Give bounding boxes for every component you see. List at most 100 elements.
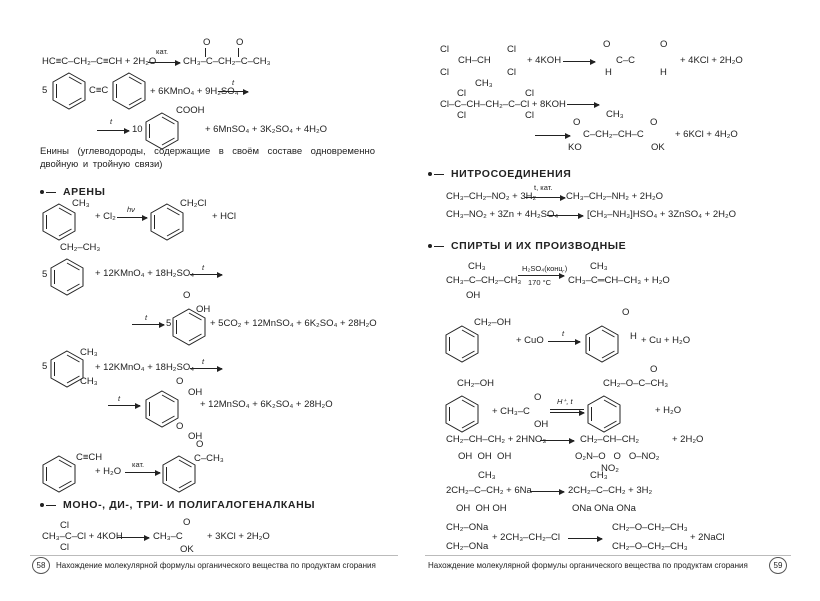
eq6-condition: t	[145, 313, 148, 322]
footer-divider	[30, 555, 398, 556]
r-eq11-p1: CH₂–O–CH₂–CH₃	[612, 522, 688, 533]
eq2-rest: + 6KMnO₄ + 9H₂SO₄	[150, 86, 239, 97]
eq9-h2o: + H₂O	[95, 466, 122, 477]
r-eq8-condition: H⁺, t	[557, 397, 573, 406]
r-eq6-main: CH₃–C–CH₂–CH₃	[446, 275, 522, 286]
r-eq9-ohs: OH OH OH	[458, 451, 512, 462]
r-eq1-o: O	[660, 39, 668, 50]
toluene-ch3: CH₃	[72, 198, 90, 209]
eq1-product: CH₃–C–CH₂–C–CH₃	[183, 56, 271, 67]
eq5-coef: 5	[42, 269, 48, 280]
benzene-ring-icon	[172, 308, 206, 346]
page-number: 58	[32, 557, 50, 574]
eq3-condition: t	[110, 117, 113, 126]
eq6-rest: + 5CO₂ + 12MnSO₄ + 6K₂SO₄ + 28H₂O	[210, 318, 377, 329]
r-eq1-mid: CH–CH	[458, 55, 491, 66]
r-eq8-oh: OH	[534, 419, 549, 430]
benzene-ring-icon	[112, 72, 146, 110]
r-eq8-rest: + H₂O	[655, 405, 682, 416]
reaction-arrow	[530, 488, 565, 495]
eq8-oh: OH	[188, 387, 203, 398]
eq8-oh: OH	[188, 431, 203, 442]
eq9-cch3: C–CH₃	[194, 453, 224, 464]
eq10-cl: Cl	[60, 542, 69, 553]
r-eq2-main: Cl–C–CH–CH₂–C–Cl + 8KOH	[440, 99, 566, 110]
reaction-arrow	[97, 127, 130, 134]
eq3-cooh: COOH	[176, 105, 205, 116]
r-eq7-h: H	[630, 331, 637, 342]
r-eq4-left: CH₃–CH₂–NO₂ + 3H₂	[446, 191, 537, 202]
r-eq8-ester: CH₂–O–C–CH₃	[603, 378, 669, 389]
reaction-arrow	[525, 194, 566, 201]
section-heading-arenes: АРЕНЫ	[40, 186, 105, 198]
eq1-oxygen: O	[203, 37, 211, 48]
r-eq1-koh: + 4KOH	[527, 55, 562, 66]
eq8-rest: + 12MnSO₄ + 6K₂SO₄ + 28H₂O	[200, 399, 333, 410]
eq10-main: CH₃–C–Cl + 4KOH	[42, 531, 123, 542]
reaction-arrow	[547, 212, 584, 219]
eq4-rest: + HCl	[212, 211, 237, 222]
r-eq1-h: H	[605, 67, 612, 78]
eq9-condition: кат.	[132, 460, 145, 469]
r-eq1-h: H	[660, 67, 667, 78]
r-eq4-condition: t, кат.	[534, 183, 553, 192]
benzene-ring-icon	[145, 112, 179, 150]
r-eq1-cl: Cl	[507, 67, 516, 78]
eq7-coef: 5	[42, 361, 48, 372]
xylene-ch3: CH₃	[80, 376, 98, 387]
r-eq2-cl: Cl	[457, 88, 466, 99]
r-eq2-cl: Cl	[525, 110, 534, 121]
double-bond	[238, 48, 239, 57]
r-eq3-ok: OK	[651, 142, 665, 153]
reaction-arrow	[548, 338, 581, 345]
eq10-prod: CH₃–C	[153, 531, 183, 542]
eq2-condition: t	[232, 78, 235, 87]
eq3-rest: + 6MnSO₄ + 3K₂SO₄ + 4H₂O	[205, 124, 328, 135]
reaction-arrow	[190, 365, 223, 372]
r-eq8-o: O	[650, 364, 658, 375]
r-eq6-oh: OH	[466, 290, 481, 301]
benzene-ring-icon	[42, 455, 76, 493]
r-eq9-rest: + 2H₂O	[672, 434, 704, 445]
r-eq7-rest: + Cu + H₂O	[641, 335, 691, 346]
r-eq9-subs: O₂N–O O O–NO₂	[575, 451, 660, 462]
eq8-condition: t	[118, 394, 121, 403]
reaction-arrow	[108, 402, 141, 409]
r-eq10-ohs: OH OH OH	[456, 503, 507, 514]
benzene-ring-icon	[445, 325, 479, 363]
reaction-arrow	[148, 59, 181, 66]
section-heading-nitro: НИТРОСОЕДИНЕНИЯ	[428, 168, 571, 180]
enyne-note: Енины (углеводороды, содержащие в своём …	[40, 146, 375, 170]
benzene-ring-icon	[587, 395, 621, 433]
r-eq6-cond-top: H₂SO₄(конц.)	[522, 264, 568, 273]
reaction-arrow	[518, 272, 565, 279]
heading-text: НИТРОСОЕДИНЕНИЯ	[451, 168, 572, 180]
r-eq1-cl: Cl	[440, 67, 449, 78]
eq5-condition: t	[202, 263, 205, 272]
r-eq2-cl: Cl	[525, 88, 534, 99]
eq1-condition: кат.	[156, 47, 169, 56]
r-eq1-cl: Cl	[507, 44, 516, 55]
benzene-ring-icon	[42, 203, 76, 241]
r-eq3-rest: + 6KCl + 4H₂O	[675, 129, 738, 140]
r-eq7-condition: t	[562, 329, 565, 338]
r-eq6-prod: CH₃–C═CH–CH₃ + H₂O	[568, 275, 670, 286]
eq6-o: O	[183, 290, 191, 301]
eq9-cch: C≡CH	[76, 452, 103, 463]
reaction-arrow	[568, 535, 603, 542]
double-bond	[205, 48, 206, 57]
eq8-o: O	[176, 421, 184, 432]
r-eq9-prod: CH₂–CH–CH₂	[580, 434, 640, 445]
r-eq11-p2: CH₂–O–CH₂–CH₃	[612, 541, 688, 552]
r-eq10-ch3: CH₃	[590, 470, 608, 481]
section-heading-haloalkanes: МОНО-, ДИ-, ТРИ- И ПОЛИГАЛОГЕНАЛКАНЫ	[40, 499, 315, 511]
section-heading-alcohols: СПИРТЫ И ИХ ПРОИЗВОДНЫЕ	[428, 240, 626, 252]
heading-text: МОНО-, ДИ-, ТРИ- И ПОЛИГАЛОГЕНАЛКАНЫ	[63, 499, 316, 511]
eq3-coef: 10	[132, 124, 143, 135]
benzene-ring-icon	[162, 455, 196, 493]
eq10-o: O	[183, 517, 191, 528]
eq6-coef: 5	[166, 318, 172, 329]
r-eq11-a2: CH₂–ONa	[446, 541, 489, 552]
r-eq5-left: CH₃–NO₂ + 3Zn + 4H₂SO₄	[446, 209, 559, 220]
r-eq1-cl: Cl	[440, 44, 449, 55]
